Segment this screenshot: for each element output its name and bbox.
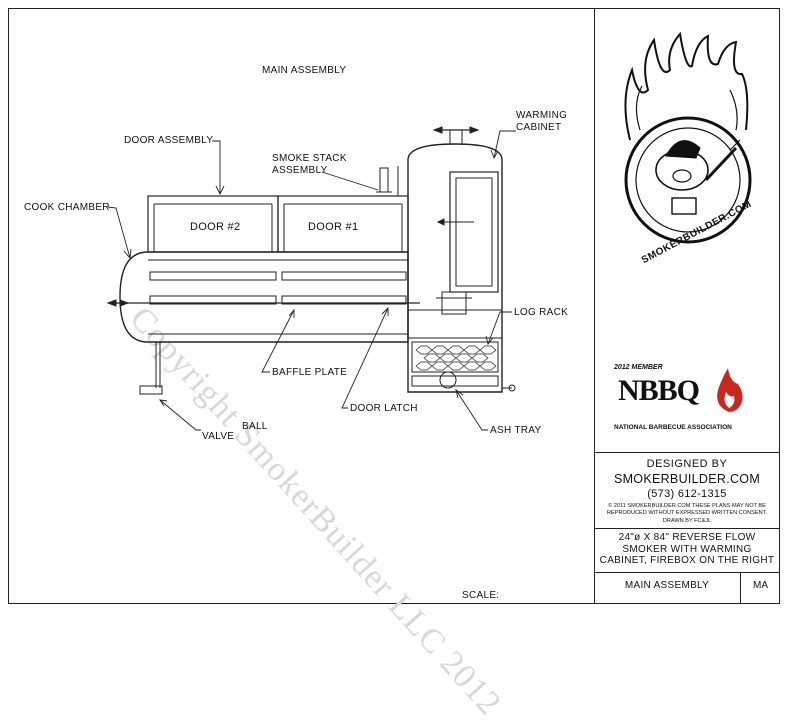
company-phone: (573) 612-1315 [647, 488, 727, 500]
smoke-stack-label: SMOKE STACK ASSEMBLY [272, 153, 347, 176]
ball-label: BALL [242, 421, 268, 432]
title-block-bottom-line [594, 572, 780, 573]
cook-chamber-shape [119, 251, 409, 343]
flame-icon [717, 368, 743, 412]
warming-cabinet-shape [407, 143, 503, 393]
drawing-description: 24"ø X 84" REVERSE FLOW SMOKER WITH WARM… [599, 532, 775, 566]
title-block-top-line [594, 452, 780, 453]
sheet-divider [740, 572, 741, 604]
nbbq-mark: NBBQ [618, 374, 700, 407]
warming-cabinet-label: WARMING CABINET [516, 110, 568, 133]
company-name: SMOKERBUILDER.COM [613, 472, 761, 486]
door-latch-label: DOOR LATCH [350, 403, 418, 414]
cook-chamber-label: COOK CHAMBER [24, 202, 110, 213]
door-assembly-label: DOOR ASSEMBLY [124, 135, 214, 146]
log-rack-mesh [411, 341, 499, 373]
main-assembly-title: MAIN ASSEMBLY [262, 65, 347, 76]
sheet-title: MAIN ASSEMBLY [624, 580, 710, 591]
baffle-plate-label: BAFFLE PLATE [272, 367, 348, 378]
leader-lines [107, 130, 516, 431]
log-rack-label: LOG RACK [514, 307, 569, 318]
title-block-mid-line [594, 528, 780, 529]
nbbq-logo: 2012 MEMBER NBBQ NATIONAL BARBECUE ASSOC… [612, 364, 762, 436]
valve-label: VALVE [202, 431, 235, 442]
title-block-divider [594, 8, 595, 604]
door-1-label: DOOR #1 [308, 221, 359, 233]
smoker-drawing [106, 126, 516, 431]
firebox-shape [407, 309, 503, 393]
drawn-by: DRAWN BY FC&JL [662, 518, 712, 524]
sheet-code: MA [753, 580, 768, 591]
drawing-border [8, 8, 780, 604]
nbbq-name: NATIONAL BARBECUE ASSOCIATION [614, 424, 732, 431]
smoke-stack-shape [379, 167, 389, 193]
ash-tray-label: ASH TRAY [490, 425, 542, 436]
designed-by: DESIGNED BY [646, 458, 728, 470]
scale-label: SCALE: [462, 590, 500, 601]
smokerbuilder-logo: SMOKERBUILDER.COM [610, 30, 766, 270]
nbbq-member: 2012 MEMBER [614, 364, 663, 371]
copyright-notice: © 2011 SMOKERBUILDER.COM THESE PLANS MAY… [607, 503, 767, 516]
door-2-label: DOOR #2 [190, 221, 241, 233]
